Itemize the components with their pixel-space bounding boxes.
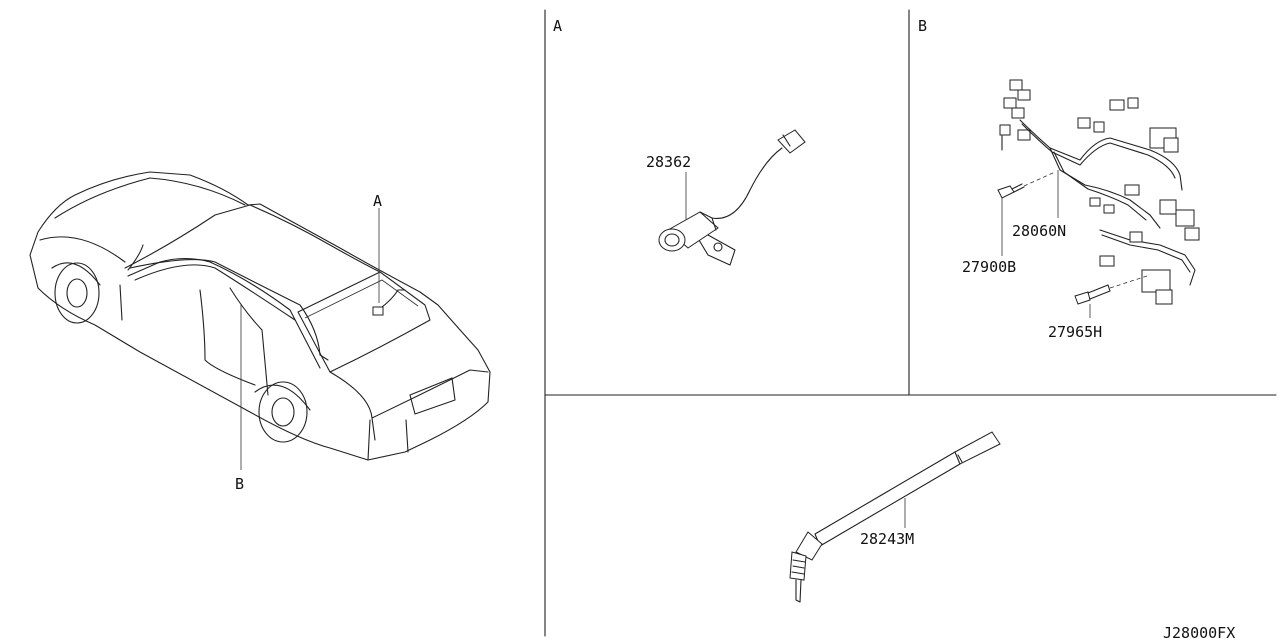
part-label-bolt: 27965H	[1048, 323, 1102, 341]
panel-dividers	[544, 9, 1277, 637]
overview-label-b: B	[235, 475, 244, 493]
section-label-b: B	[918, 17, 927, 35]
section-label-a: A	[553, 17, 562, 35]
part-label-cable: 28243M	[860, 530, 914, 548]
harness-illustration	[997, 79, 1200, 318]
diagram-code: J28000FX	[1163, 624, 1235, 640]
part-label-feeder-module: 28362	[646, 153, 691, 171]
part-label-harness: 28060N	[1012, 222, 1066, 240]
feeder-module-illustration	[658, 129, 806, 266]
overview-label-a: A	[373, 192, 382, 210]
part-label-clip: 27900B	[962, 258, 1016, 276]
car-overview-illustration	[29, 171, 491, 470]
cable-illustration	[789, 431, 1001, 603]
